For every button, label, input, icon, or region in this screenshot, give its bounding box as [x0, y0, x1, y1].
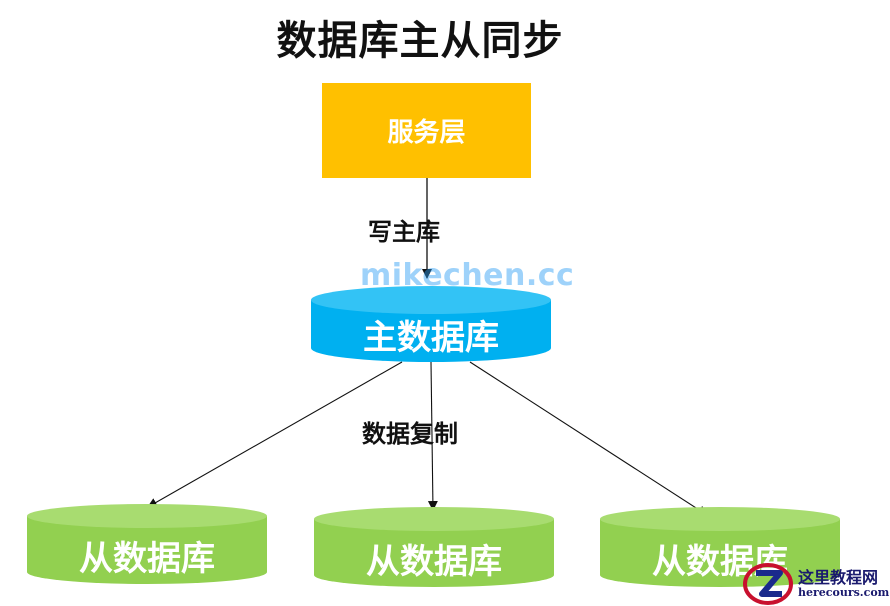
slave-db-label-1: 从数据库	[79, 539, 215, 579]
logo-z-icon	[743, 563, 793, 605]
replication-label: 数据复制	[362, 420, 458, 448]
slave-db-cylinder-1	[27, 504, 267, 584]
diagram-title: 数据库主从同步	[276, 18, 564, 64]
logo-domain: herecours.com	[798, 586, 890, 599]
site-logo[interactable]: 这里教程网 herecours.com	[742, 561, 890, 606]
replication-arrow-center	[427, 361, 438, 511]
replication-arrow-right	[469, 361, 708, 516]
service-layer-box: 服务层	[322, 83, 531, 178]
master-db-label: 主数据库	[363, 318, 499, 358]
write-label: 写主库	[368, 218, 440, 246]
service-layer-label: 服务层	[387, 118, 466, 148]
slave-db-label-2: 从数据库	[366, 542, 502, 582]
slave-db-cylinder-2	[314, 507, 554, 587]
logo-name: 这里教程网	[798, 568, 879, 587]
watermark-text: mikechen.cc	[360, 258, 575, 293]
replication-arrow-left	[147, 361, 403, 508]
master-db-cylinder	[311, 286, 551, 362]
